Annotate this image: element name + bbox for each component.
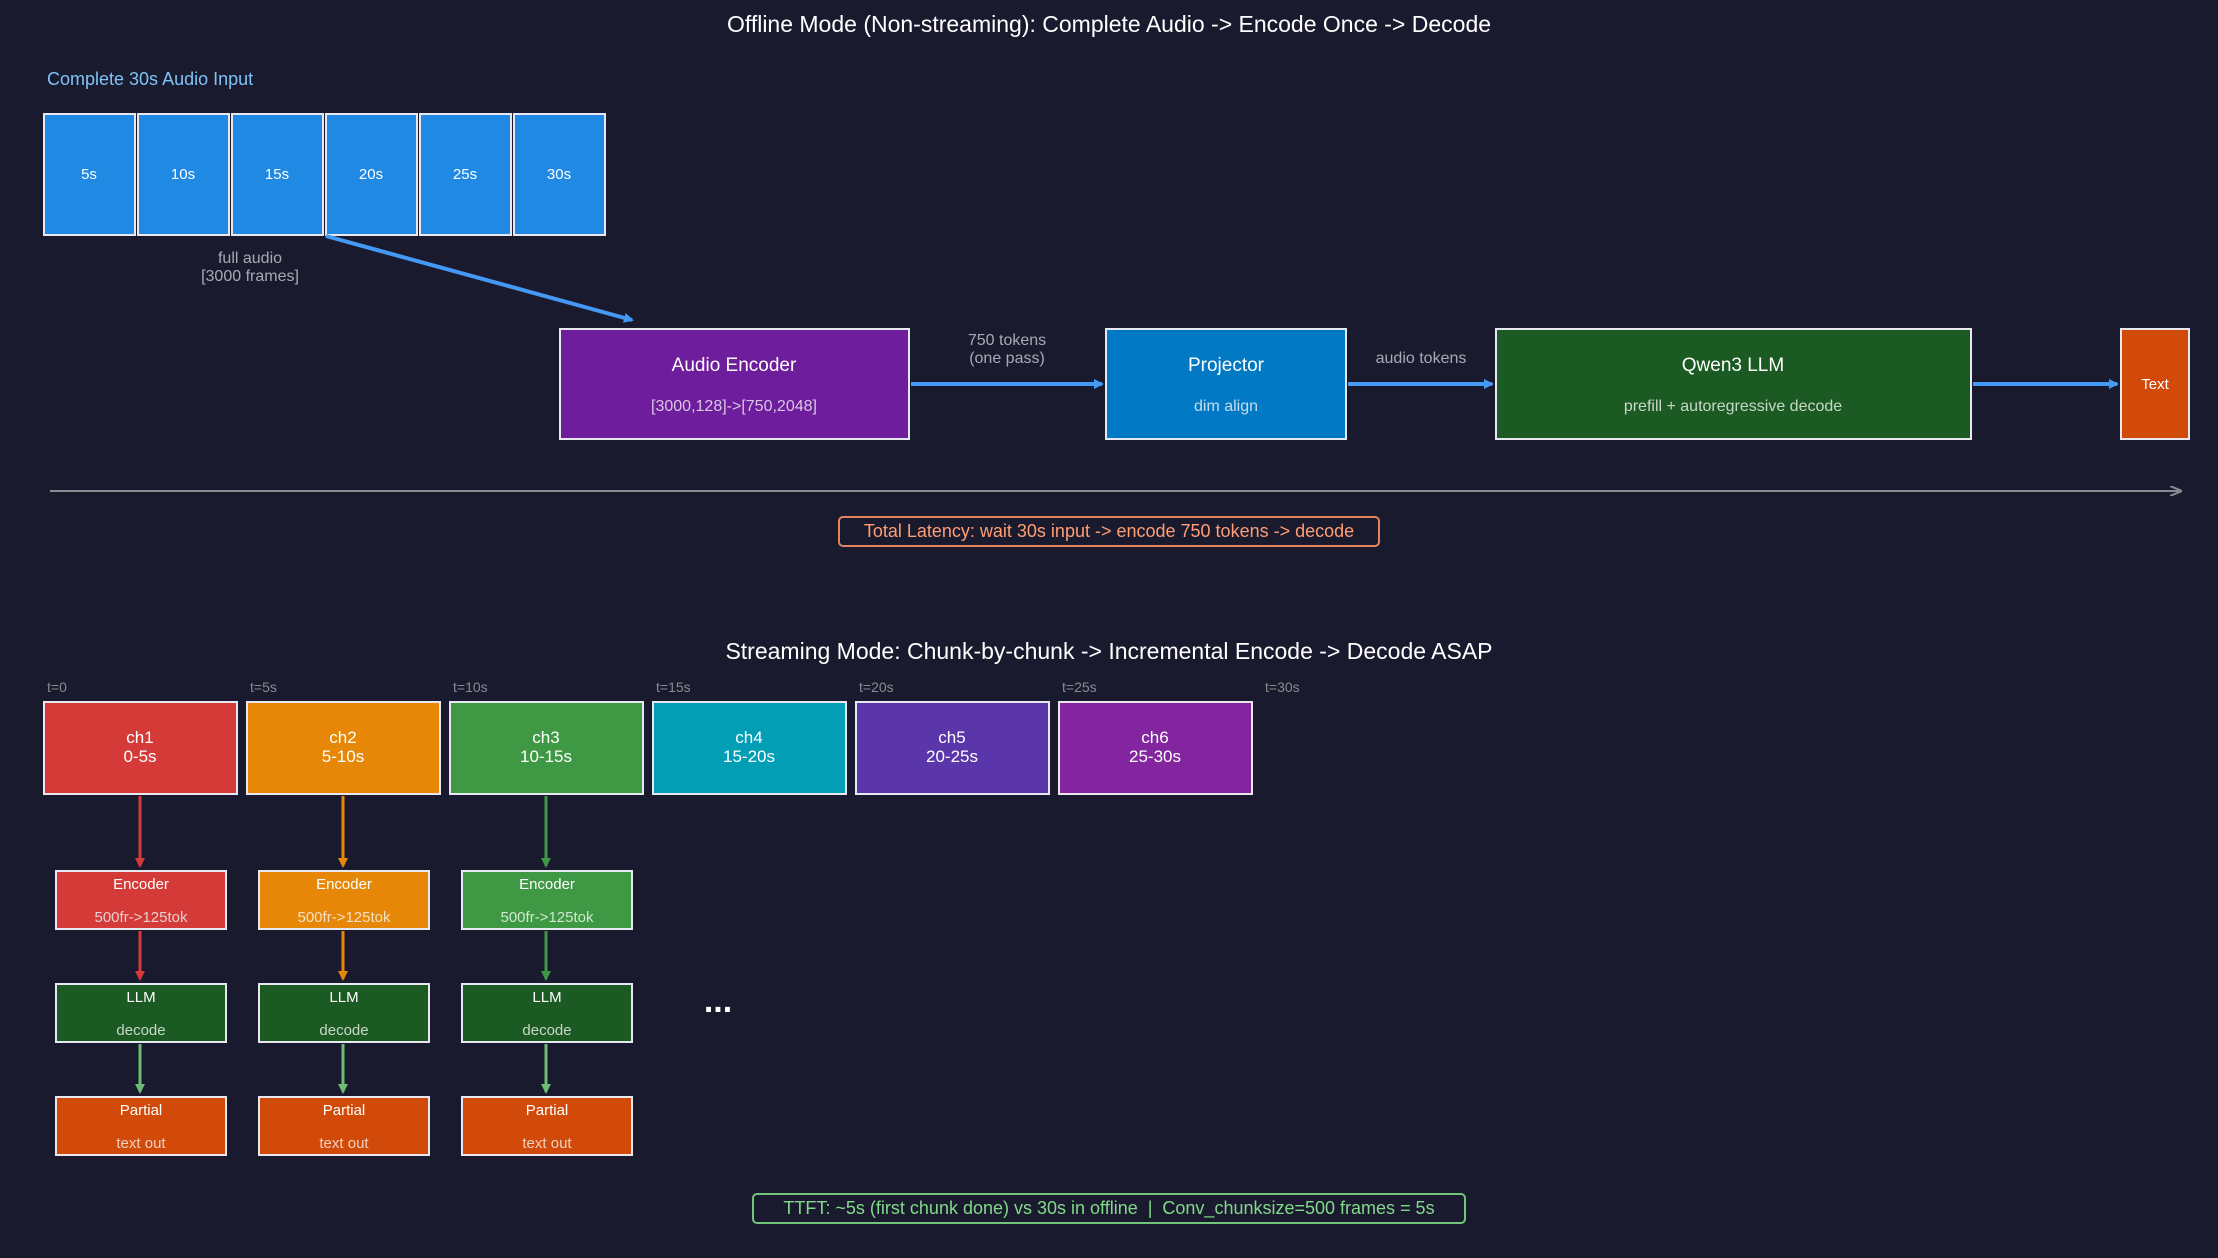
offline-input-label: Complete 30s Audio Input — [47, 69, 253, 89]
audio-encoder-box — [559, 328, 910, 440]
full-audio-label: full audio — [218, 250, 282, 267]
audio-segment-label: 20s — [359, 166, 383, 183]
stream-llm-title: LLM — [126, 989, 155, 1006]
audio-segment-label: 30s — [547, 166, 571, 183]
stream-llm-title: LLM — [329, 989, 358, 1006]
chunk-range: 5-10s — [322, 747, 365, 766]
partial-output-title: Partial — [120, 1102, 163, 1119]
chunk-range: 0-5s — [123, 747, 156, 766]
qwen3-llm-title: Qwen3 LLM — [1682, 355, 1784, 376]
chunk-box-ch2 — [246, 701, 441, 795]
audio-segment-box — [43, 113, 136, 236]
stream-llm-sub: decode — [116, 1022, 165, 1039]
time-label: t=25s — [1062, 679, 1097, 695]
stream-llm-box — [55, 983, 227, 1043]
one-pass-label: (one pass) — [969, 350, 1045, 367]
chunk-box-ch4 — [652, 701, 847, 795]
stream-llm-sub: decode — [522, 1022, 571, 1039]
text-output-box — [2120, 328, 2190, 440]
latency-note-box — [838, 516, 1380, 547]
chunk-name: ch1 — [126, 728, 153, 747]
audio-to-encoder-arrow — [325, 234, 634, 323]
offline-title: Offline Mode (Non-streaming): Complete A… — [727, 11, 1491, 37]
text-output-label: Text — [2141, 376, 2169, 393]
partial-output-box — [258, 1096, 430, 1156]
ttft-note: TTFT: ~5s (first chunk done) vs 30s in o… — [783, 1198, 1434, 1219]
projector-sub: dim align — [1194, 398, 1258, 415]
continuation-ellipsis: ... — [704, 982, 732, 1020]
partial-output-box — [55, 1096, 227, 1156]
chunk-box-ch3 — [449, 701, 644, 795]
chunk-name: ch6 — [1141, 728, 1168, 747]
partial-output-sub: text out — [116, 1135, 166, 1152]
audio-segments: 5s 10s 15s 20s 25s 30s — [43, 113, 606, 236]
audio-segment-label: 25s — [453, 166, 477, 183]
stream-column-ch3: Encoder 500fr->125tok LLM decode Partial… — [461, 796, 633, 1156]
chunk-range: 10-15s — [520, 747, 572, 766]
audio-segment-box — [137, 113, 230, 236]
chunk-box-ch1 — [43, 701, 238, 795]
stream-llm-sub: decode — [319, 1022, 368, 1039]
full-audio-frames-label: [3000 frames] — [201, 268, 299, 285]
partial-output-sub: text out — [319, 1135, 369, 1152]
audio-tokens-label: audio tokens — [1376, 350, 1467, 367]
audio-segment-box — [325, 113, 418, 236]
chunk-name: ch3 — [532, 728, 559, 747]
chunk-name: ch2 — [329, 728, 356, 747]
tokens-label: 750 tokens — [968, 332, 1046, 349]
stream-llm-box — [461, 983, 633, 1043]
stream-encoder-box — [258, 870, 430, 930]
chunk-range: 15-20s — [723, 747, 775, 766]
time-label: t=0 — [47, 679, 67, 695]
time-label: t=10s — [453, 679, 488, 695]
chunk-range: 20-25s — [926, 747, 978, 766]
time-label: t=15s — [656, 679, 691, 695]
audio-encoder-shape: [3000,128]->[750,2048] — [651, 398, 817, 415]
partial-output-box — [461, 1096, 633, 1156]
stream-encoder-sub: 500fr->125tok — [95, 909, 188, 926]
audio-encoder-title: Audio Encoder — [672, 355, 797, 376]
stream-encoder-box — [55, 870, 227, 930]
projector-title: Projector — [1188, 355, 1265, 376]
projector-box — [1105, 328, 1347, 440]
stream-llm-box — [258, 983, 430, 1043]
ttft-note-box — [752, 1193, 1466, 1224]
time-labels: t=0 t=5s t=10s t=15s t=20s t=25s t=30s — [47, 679, 1300, 695]
chunk-name: ch4 — [735, 728, 762, 747]
time-label: t=20s — [859, 679, 894, 695]
stream-encoder-sub: 500fr->125tok — [298, 909, 391, 926]
audio-segment-box — [513, 113, 606, 236]
partial-output-title: Partial — [323, 1102, 366, 1119]
qwen3-llm-sub: prefill + autoregressive decode — [1624, 398, 1842, 415]
stream-encoder-title: Encoder — [113, 876, 169, 893]
audio-segment-label: 5s — [81, 166, 97, 183]
chunk-name: ch5 — [938, 728, 965, 747]
partial-output-sub: text out — [522, 1135, 572, 1152]
audio-segment-box — [231, 113, 324, 236]
stream-column-ch2: Encoder 500fr->125tok LLM decode Partial… — [258, 796, 430, 1156]
time-label: t=5s — [250, 679, 277, 695]
chunk-row: ch1 0-5s ch2 5-10s ch3 10-15s ch4 15-20s… — [43, 701, 1253, 795]
audio-segment-label: 15s — [265, 166, 289, 183]
stream-column-ch1: Encoder 500fr->125tok LLM decode Partial… — [55, 796, 227, 1156]
stream-encoder-title: Encoder — [519, 876, 575, 893]
partial-output-title: Partial — [526, 1102, 569, 1119]
qwen3-llm-box — [1495, 328, 1972, 440]
chunk-range: 25-30s — [1129, 747, 1181, 766]
chunk-box-ch5 — [855, 701, 1050, 795]
streaming-title: Streaming Mode: Chunk-by-chunk -> Increm… — [725, 638, 1492, 664]
audio-segment-label: 10s — [171, 166, 195, 183]
stream-encoder-box — [461, 870, 633, 930]
audio-segment-box — [419, 113, 512, 236]
stream-encoder-title: Encoder — [316, 876, 372, 893]
stream-encoder-sub: 500fr->125tok — [501, 909, 594, 926]
latency-note: Total Latency: wait 30s input -> encode … — [864, 521, 1354, 541]
time-label: t=30s — [1265, 679, 1300, 695]
chunk-box-ch6 — [1058, 701, 1253, 795]
stream-llm-title: LLM — [532, 989, 561, 1006]
